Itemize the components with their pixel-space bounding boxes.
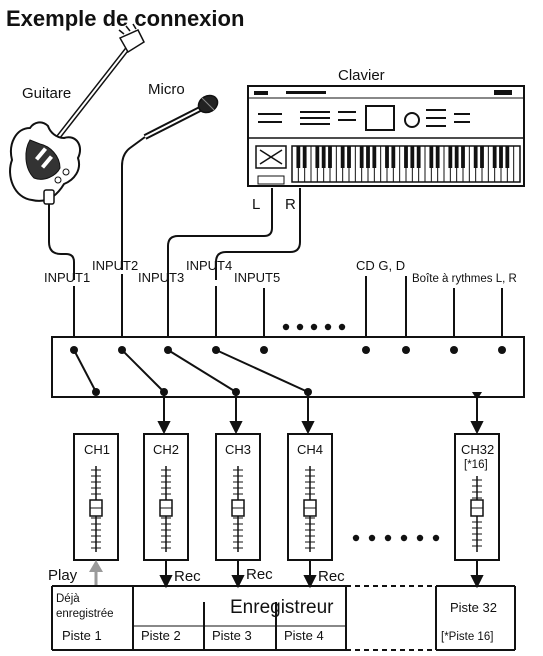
input1-label: INPUT1 bbox=[44, 270, 90, 285]
arrow-into-ch32 bbox=[472, 392, 482, 400]
cable-keyboard-left bbox=[167, 188, 273, 296]
track4-label: Piste 4 bbox=[284, 628, 324, 643]
fader-4 bbox=[303, 466, 317, 552]
fader-2 bbox=[159, 466, 173, 552]
keyboard-icon bbox=[247, 85, 525, 187]
track32-label: Piste 32 bbox=[450, 600, 497, 615]
guitar-label: Guitare bbox=[22, 85, 71, 102]
play-label: Play bbox=[48, 567, 78, 584]
keyboard-left-label: L bbox=[252, 196, 260, 213]
input3-label: INPUT3 bbox=[138, 270, 184, 285]
patch-routing bbox=[73, 349, 309, 393]
play-arrow bbox=[89, 560, 103, 586]
page-title: Exemple de connexion bbox=[6, 6, 244, 31]
ch1-label: CH1 bbox=[84, 442, 110, 457]
track3-label: Piste 3 bbox=[212, 628, 252, 643]
rec-label-1: Rec bbox=[174, 568, 201, 585]
track1-note-line2: enregistrée bbox=[56, 608, 114, 620]
input4-label: INPUT4 bbox=[186, 258, 232, 273]
fader-3 bbox=[231, 466, 245, 552]
guitar-icon bbox=[9, 23, 145, 205]
microphone-icon bbox=[143, 94, 219, 140]
rec-label-2: Rec bbox=[246, 566, 273, 583]
ellipsis-inputs bbox=[282, 323, 346, 331]
ellipsis-channels bbox=[352, 534, 440, 542]
patch-bay bbox=[51, 336, 525, 398]
recorder-box bbox=[51, 585, 516, 651]
fader-1 bbox=[89, 466, 103, 552]
cable-guitar bbox=[48, 204, 75, 280]
input5-label: INPUT5 bbox=[234, 270, 280, 285]
drum-machine-input-label: Boîte à rythmes L, R bbox=[412, 273, 517, 285]
ch4-label: CH4 bbox=[297, 442, 323, 457]
track1-label: Piste 1 bbox=[62, 628, 102, 643]
ch2-label: CH2 bbox=[153, 442, 179, 457]
mic-label: Micro bbox=[148, 81, 185, 98]
input2-label: INPUT2 bbox=[92, 258, 138, 273]
rec-label-3: Rec bbox=[318, 568, 345, 585]
arrows-to-channels bbox=[157, 392, 484, 435]
cd-input-label: CD G, D bbox=[356, 258, 405, 273]
recorder-title: Enregistreur bbox=[230, 597, 334, 618]
ch32-label: CH32 bbox=[461, 442, 494, 457]
track1-note-line1: Déjà bbox=[56, 593, 80, 605]
ch32-note: [*16] bbox=[464, 459, 488, 471]
ch3-label: CH3 bbox=[225, 442, 251, 457]
cable-mic bbox=[121, 136, 146, 270]
track32-note: [*Piste 16] bbox=[441, 631, 493, 643]
fader-5 bbox=[470, 476, 484, 552]
track2-label: Piste 2 bbox=[141, 628, 181, 643]
keyboard-right-label: R bbox=[285, 196, 296, 213]
keyboard-label: Clavier bbox=[338, 67, 385, 84]
rec-arrows bbox=[159, 560, 484, 589]
cable-keyboard-right bbox=[215, 188, 301, 280]
